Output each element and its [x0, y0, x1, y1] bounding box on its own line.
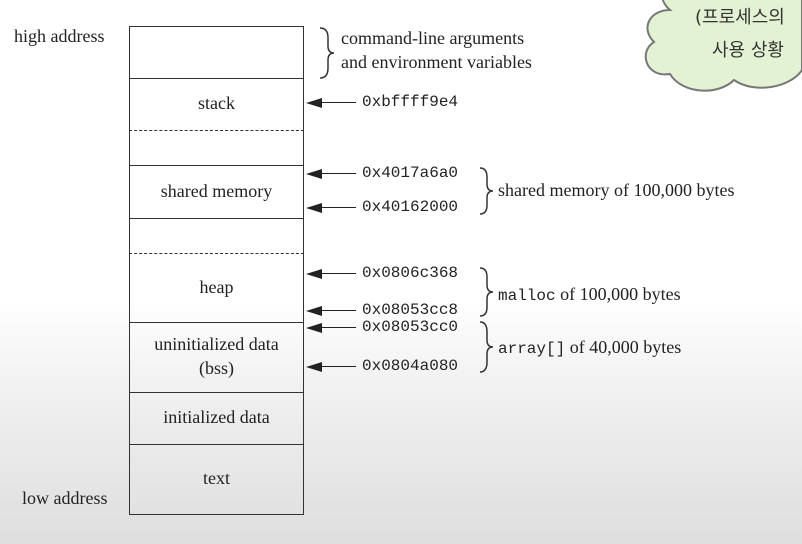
brace-args: [319, 27, 335, 79]
args-line1: command-line arguments: [341, 28, 525, 48]
divider-shm-top: [129, 165, 304, 166]
segment-text: text: [203, 468, 230, 488]
addr-heap-top: 0x0806c368: [362, 264, 459, 282]
dashed-divider-heap: [129, 253, 304, 254]
addr-shm-bottom: 0x40162000: [362, 198, 459, 216]
column-bottom: [129, 514, 304, 515]
cloud-note: [644, 0, 802, 92]
addr-stack: 0xbffff9e4: [362, 93, 459, 111]
malloc-text: of 100,000 bytes: [555, 284, 681, 304]
column-top: [129, 26, 304, 27]
segment-initialized-data: initialized data: [163, 407, 270, 427]
shared-memory-annotation: shared memory of 100,000 bytes: [498, 180, 735, 200]
malloc-code: malloc: [498, 287, 556, 305]
array-text: of 40,000 bytes: [565, 337, 682, 357]
divider-shm-bottom: [129, 218, 304, 219]
divider-bss-init: [129, 392, 304, 393]
low-address-label: low address: [22, 488, 108, 508]
segment-heap: heap: [199, 277, 234, 297]
addr-bss-bottom: 0x0804a080: [362, 357, 459, 375]
divider-args-stack: [129, 78, 304, 79]
array-code: array[]: [498, 340, 566, 358]
array-annotation: array[] of 40,000 bytes: [498, 337, 681, 358]
brace-shared-memory: [479, 167, 494, 215]
brace-array: [479, 321, 494, 373]
segment-bss-line1: uninitialized data: [154, 334, 279, 354]
addr-heap-bottom: 0x08053cc8: [362, 301, 459, 319]
divider-init-text: [129, 444, 304, 445]
dashed-divider-stack: [129, 130, 304, 131]
cloud-text-line2: 사용 상황: [712, 40, 784, 61]
segment-bss-line2: (bss): [199, 358, 234, 378]
high-address-label: high address: [14, 26, 105, 46]
brace-malloc: [479, 267, 494, 317]
segment-stack: stack: [198, 93, 235, 113]
malloc-annotation: malloc of 100,000 bytes: [498, 284, 681, 305]
addr-bss-top: 0x08053cc0: [362, 318, 459, 336]
cloud-text-line1: (프로세스의: [695, 7, 785, 28]
cloud-shape: [644, 0, 802, 92]
addr-shm-top: 0x4017a6a0: [362, 164, 459, 182]
args-line2: and environment variables: [341, 52, 532, 72]
segment-shared-memory: shared memory: [160, 181, 273, 201]
column-sides: [129, 27, 304, 515]
divider-heap-bss: [129, 322, 304, 323]
